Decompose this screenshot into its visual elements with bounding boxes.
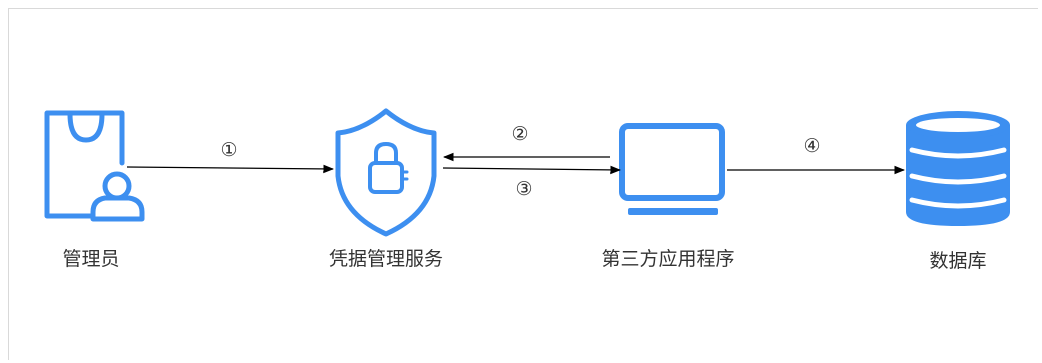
step-number-4: ④ (803, 135, 821, 157)
laptop-icon (619, 123, 725, 215)
node-label-third-party-app: 第三方应用程序 (601, 248, 735, 270)
shield-lock-icon (335, 108, 437, 237)
admin-user-bag-icon (44, 110, 145, 222)
arrow-step-3 (442, 165, 622, 175)
node-label-credential-service: 凭据管理服务 (328, 248, 444, 270)
diagram-frame (8, 8, 1038, 360)
node-label-admin: 管理员 (62, 248, 120, 270)
step-number-2: ② (511, 123, 529, 145)
node-label-database: 数据库 (929, 250, 987, 272)
step-number-3: ③ (515, 178, 533, 200)
database-icon (906, 111, 1010, 226)
step-number-1: ① (220, 139, 238, 161)
arrow-step-1 (126, 164, 335, 174)
